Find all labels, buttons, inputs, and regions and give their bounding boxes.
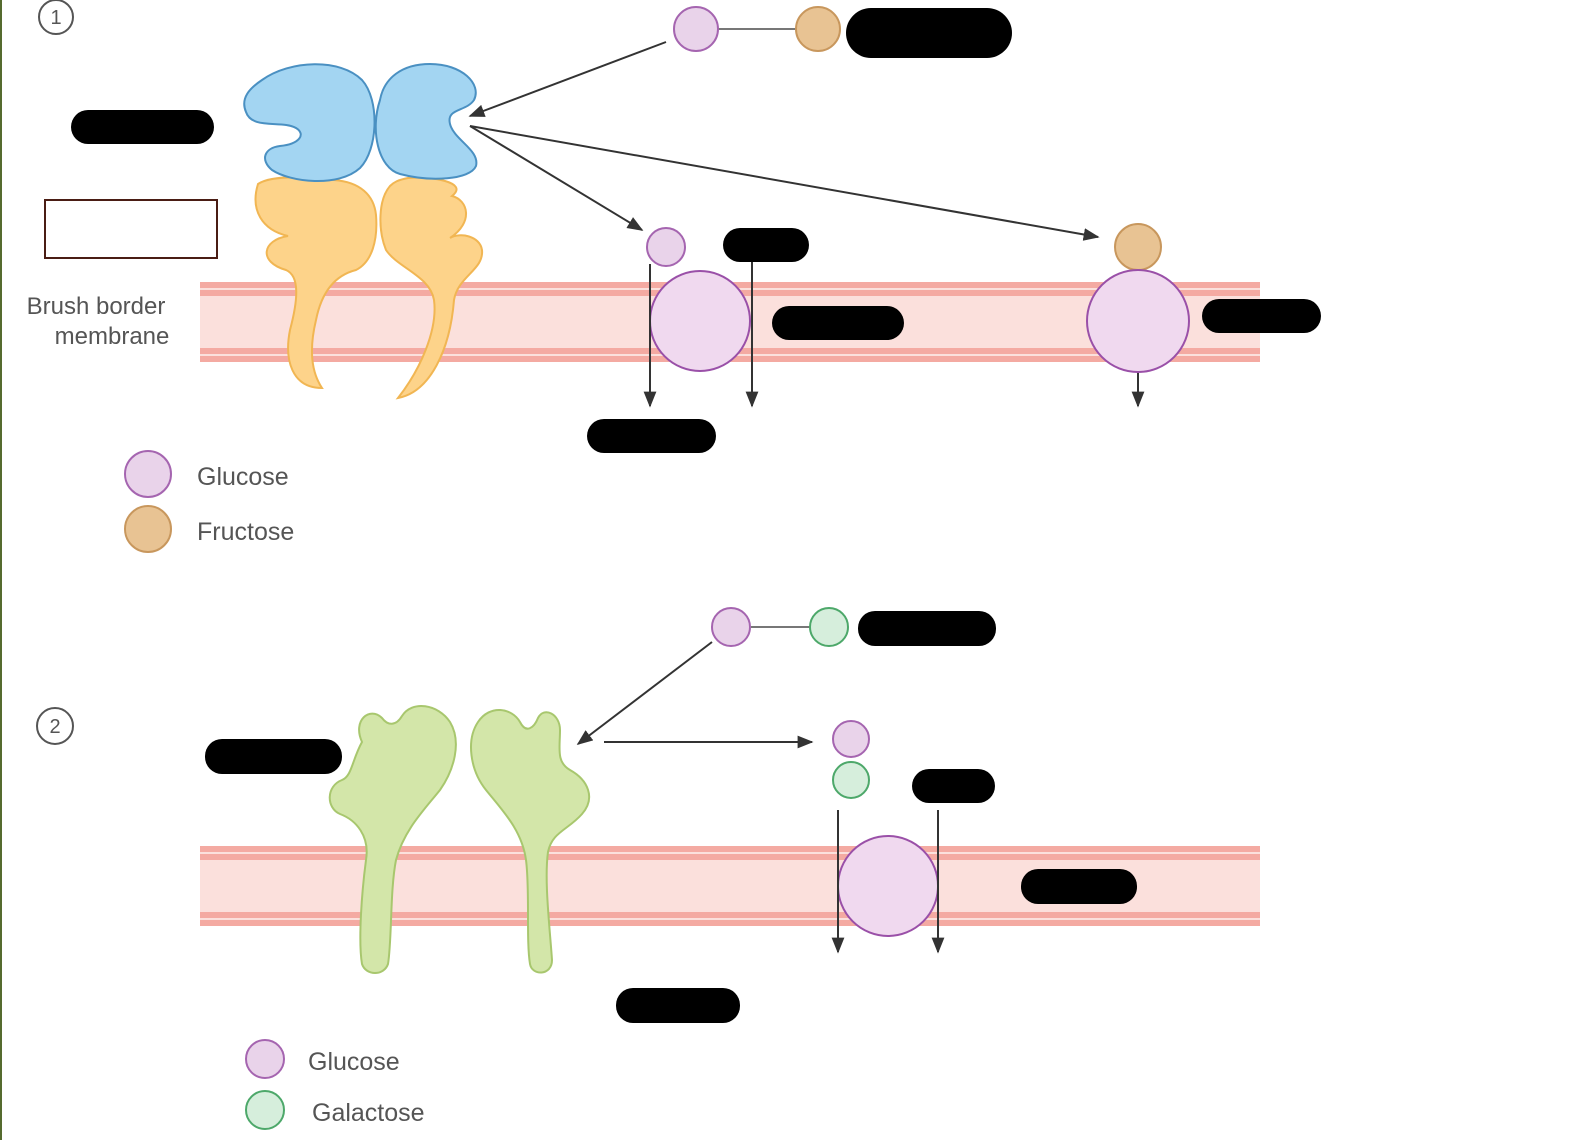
redaction-transporter-label-3 <box>1021 869 1137 904</box>
free-glucose-2 <box>832 720 870 758</box>
redaction-sucrose-label <box>846 8 1012 58</box>
membrane-label-line1: Brush border <box>27 293 166 320</box>
redaction-transporter-label-1 <box>772 306 904 340</box>
redaction-cotransport-label-2 <box>912 769 995 803</box>
legend-glucose-label: Glucose <box>197 463 289 491</box>
legend-glucose-label-2: Glucose <box>308 1048 400 1076</box>
redaction-inside-label-1 <box>587 419 716 453</box>
galactose-unit <box>809 607 849 647</box>
step-marker-2-text: 2 <box>49 716 60 738</box>
legend-1: Glucose Fructose <box>124 450 294 553</box>
enzyme-head-left <box>243 63 376 182</box>
redaction-inside-label-2 <box>616 988 740 1023</box>
lactase-subunit-left <box>328 704 457 974</box>
step-marker-1: 1 <box>38 0 74 35</box>
panel-1: 1 Brush border membrane <box>27 0 1321 553</box>
redaction-lactose-label <box>858 611 996 646</box>
enzyme-complex-2 <box>328 704 591 974</box>
legend-fructose-swatch <box>124 505 172 553</box>
redaction-cotransport-label <box>723 228 809 262</box>
step-marker-2: 2 <box>36 707 74 745</box>
enzyme-stem-right <box>379 176 484 400</box>
free-galactose-2 <box>832 761 870 799</box>
redaction-lactase-label <box>205 739 342 774</box>
enzyme-head-right <box>374 62 478 180</box>
legend-glucose-swatch <box>124 450 172 498</box>
sucrose-molecule <box>673 6 841 52</box>
transporter-glucose-2 <box>837 835 939 937</box>
legend-galactose-label: Galactose <box>312 1099 425 1127</box>
panel-2: 2 <box>36 607 1260 1130</box>
legend-fructose-label: Fructose <box>197 518 294 546</box>
step-marker-1-text: 1 <box>50 7 61 29</box>
redaction-transporter-label-2 <box>1202 299 1321 333</box>
free-fructose-1 <box>1114 223 1162 271</box>
glucose-unit <box>673 6 719 52</box>
enzyme-complex-1 <box>243 62 484 400</box>
free-glucose-1 <box>646 227 686 267</box>
enzyme-stem-left <box>254 176 378 390</box>
glucose-unit-2 <box>711 607 751 647</box>
fructose-unit <box>795 6 841 52</box>
legend-galactose-swatch <box>245 1090 285 1130</box>
transporter-fructose-1 <box>1086 269 1190 373</box>
legend-glucose-swatch-2 <box>245 1039 285 1079</box>
transporter-glucose-1 <box>649 270 751 372</box>
membrane-label-line2: membrane <box>55 323 170 350</box>
lactase-subunit-right <box>470 709 591 974</box>
redaction-enzyme-label <box>71 110 214 144</box>
lactose-molecule <box>711 607 849 647</box>
blank-label-box <box>44 199 218 259</box>
legend-2: Glucose Galactose <box>245 1039 425 1130</box>
